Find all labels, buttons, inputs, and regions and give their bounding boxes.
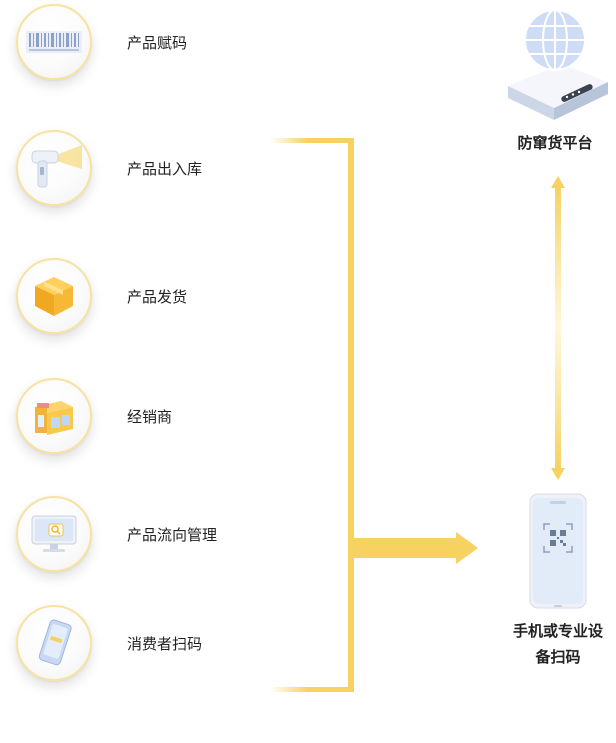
- step-icon-circle: [16, 130, 92, 206]
- step-icon-circle: [16, 258, 92, 334]
- step-label: 产品赋码: [127, 34, 188, 52]
- device-label-line2: 备扫码: [535, 648, 581, 666]
- arrow-to-device-head: [456, 532, 478, 564]
- shop-icon: [31, 393, 77, 439]
- device-label: 手机或专业设 备扫码: [496, 618, 616, 670]
- globe-server-icon: [500, 4, 610, 124]
- step-icon-circle: [16, 496, 92, 572]
- device-label-line1: 手机或专业设: [512, 622, 603, 640]
- package-box-icon: [32, 274, 76, 318]
- step-icon-circle: [16, 605, 92, 681]
- platform-graphic: [500, 4, 610, 124]
- step-label: 消费者扫码: [127, 635, 203, 653]
- qr-phone-icon: [524, 492, 590, 612]
- bracket-top-line: [270, 138, 354, 143]
- step-label: 产品出入库: [127, 160, 203, 178]
- bracket-bottom-line: [270, 687, 354, 692]
- step-label: 产品流向管理: [127, 526, 218, 544]
- phone-icon: [34, 617, 74, 669]
- bidirectional-connector: [555, 186, 561, 470]
- step-warehouse: 产品出入库: [16, 130, 276, 210]
- step-flow-management: 产品流向管理: [16, 496, 276, 576]
- step-shipping: 产品发货: [16, 258, 276, 338]
- monitor-icon: [29, 512, 79, 556]
- barcode-icon: [26, 31, 82, 53]
- step-consumer-scan: 消费者扫码: [16, 605, 276, 685]
- step-product-coding: 产品赋码: [16, 4, 276, 84]
- arrow-to-device-body: [352, 538, 458, 558]
- step-dealer: 经销商: [16, 378, 276, 458]
- device-graphic: [524, 492, 590, 612]
- step-label: 产品发货: [127, 288, 188, 306]
- scanner-gun-icon: [26, 143, 82, 193]
- arrow-up-head: [551, 176, 565, 188]
- step-icon-circle: [16, 378, 92, 454]
- bracket-vertical-line: [348, 138, 354, 692]
- arrow-down-head: [551, 468, 565, 480]
- platform-label: 防窜货平台: [517, 134, 593, 152]
- step-label: 经销商: [127, 408, 173, 426]
- step-icon-circle: [16, 4, 92, 80]
